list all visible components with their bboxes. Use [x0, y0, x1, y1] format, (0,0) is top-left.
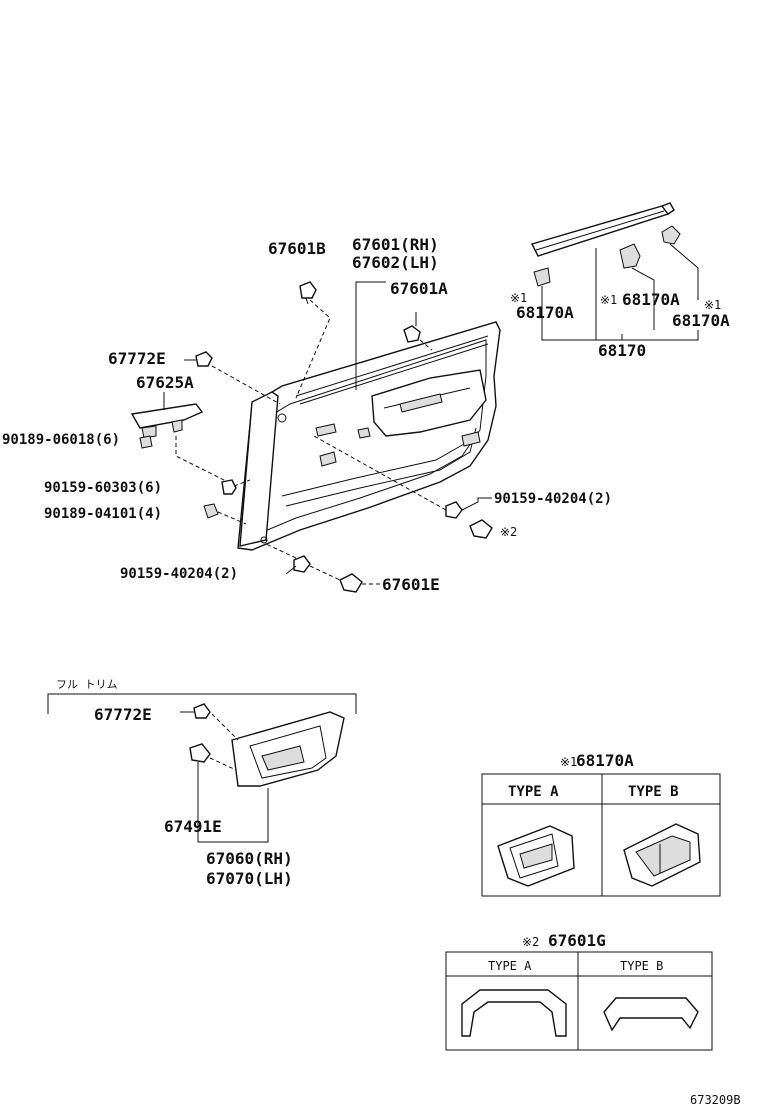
weatherstrip-part-mid: 68170A	[622, 290, 680, 309]
panel-lh-label: 67602(LH)	[352, 253, 439, 272]
clip-67601a-label: 67601A	[390, 279, 448, 298]
screw-67772e-drawing	[184, 351, 281, 405]
screw-06018-drawing	[139, 435, 153, 449]
type-box1-type-b: TYPE B	[628, 784, 679, 800]
type-box2-mark: ※2	[522, 935, 539, 949]
clip-67601a-drawing	[403, 312, 433, 351]
type-b-cap-drawing	[603, 997, 699, 1032]
clip-60303-drawing	[221, 479, 251, 495]
door-trim-panel-drawing	[237, 321, 501, 551]
clip-40204-right-label: 90159-40204(2)	[494, 491, 612, 507]
pull-handle-67625a-drawing	[130, 392, 233, 485]
cap-67601e-drawing	[339, 573, 380, 593]
type-box1-frame	[481, 773, 721, 897]
weatherstrip-part-left: 68170A	[516, 303, 574, 322]
weatherstrip-mark-right: ※1	[704, 298, 721, 312]
type-a-clip-drawing	[497, 825, 575, 887]
full-trim-screw-label: 67772E	[94, 705, 152, 724]
weatherstrip-part-right: 68170A	[672, 311, 730, 330]
full-trim-title: フル トリム	[56, 678, 118, 691]
full-trim-drawing	[180, 703, 345, 843]
type-box2-type-b: TYPE B	[620, 959, 663, 973]
full-trim-clip-label: 67491E	[164, 817, 222, 836]
weatherstrip-mark-left: ※1	[510, 291, 527, 305]
panel-rh-label: 67601(RH)	[352, 235, 439, 254]
cap-67601e-label: 67601E	[382, 575, 440, 594]
weatherstrip-mark-mid: ※1	[600, 293, 617, 307]
type-a-cap-drawing	[461, 989, 567, 1037]
screw-06018-label: 90189-06018(6)	[2, 432, 120, 448]
weatherstrip-assembly: 68170	[598, 341, 646, 360]
nut-04101-label: 90189-04101(4)	[44, 506, 162, 522]
screw-67772e-label: 67772E	[108, 349, 166, 368]
type-box2-type-a: TYPE A	[488, 959, 532, 973]
type-box1-mark: ※1	[560, 755, 577, 769]
type-box1-part: 68170A	[576, 751, 634, 770]
cap-note2-marker: ※2	[500, 525, 517, 539]
clip-60303-label: 90159-60303(6)	[44, 480, 162, 496]
clip-40204-right-drawing	[313, 435, 492, 519]
clip-40204-bottom-label: 90159-40204(2)	[120, 566, 238, 582]
clip-40204-bottom-drawing	[265, 543, 341, 581]
clip-67601b-label: 67601B	[268, 239, 326, 258]
weatherstrip-drawing	[530, 202, 699, 341]
nut-04101-drawing	[203, 503, 247, 525]
full-trim-rh-label: 67060(RH)	[206, 849, 293, 868]
type-box2-frame	[445, 951, 713, 1051]
cap-note2-drawing	[469, 519, 493, 539]
full-trim-lh-label: 67070(LH)	[206, 869, 293, 888]
type-box1-type-a: TYPE A	[508, 784, 559, 800]
type-b-clip-drawing	[623, 823, 701, 887]
clip-67601b-drawing	[295, 281, 331, 399]
diagram-id: 673209B	[690, 1093, 741, 1107]
pull-handle-67625a-label: 67625A	[136, 373, 194, 392]
type-box2-part: 67601G	[548, 931, 606, 950]
